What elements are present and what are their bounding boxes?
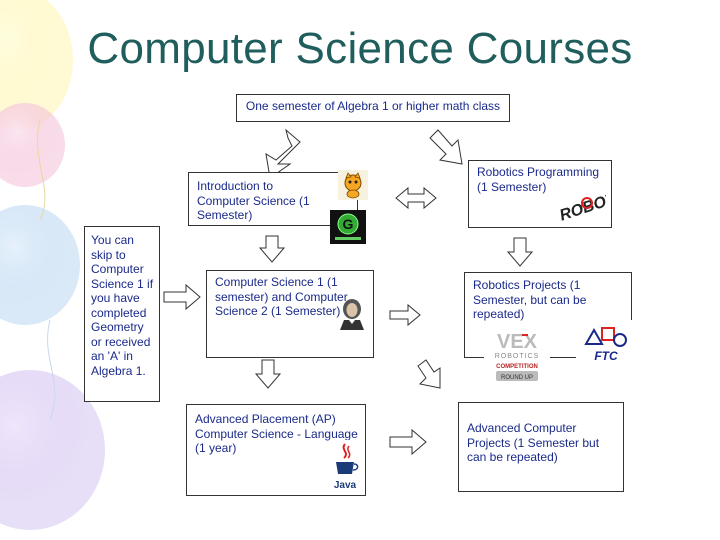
arrow-prereq-to-intro [266,130,300,178]
java-logo-text: Java [334,480,357,491]
vex-robotics-text: ROBOTICS [495,353,540,360]
skip-note-box: You can skip to Computer Science 1 if yo… [84,226,160,402]
arrow-intro-robotics-double [396,188,436,208]
arrow-cs1-to-ap [256,360,280,388]
robot-logo-text: ROBOT [558,190,606,222]
ftc-logo-icon: FTC [576,320,634,370]
intro-course-text: Introduction to Computer Science (1 Seme… [197,179,329,223]
java-logo-icon: Java [330,440,360,492]
arrow-robotics-programming-to-projects [508,238,532,266]
arrow-skip-to-cs1 [164,285,200,309]
vex-round-up-text: ROUND UP [501,375,533,381]
scientist-portrait-icon [336,296,368,330]
svg-text:G: G [343,216,354,232]
vex-logo-text: VEX [497,331,538,353]
arrow-prereq-to-robotics [430,130,462,164]
robot-logo-icon: ROBOT [556,190,606,222]
advanced-projects-box: Advanced Computer Projects (1 Semester b… [458,402,624,492]
prereq-box: One semester of Algebra 1 or higher math… [236,94,510,122]
arrow-intro-to-cs1 [260,236,284,262]
vex-logo-icon: VEX ROBOTICS COMPETITION ROUND UP [484,326,550,384]
ftc-logo-text: FTC [594,349,618,363]
scratch-cat-icon [338,170,368,200]
prereq-text: One semester of Algebra 1 or higher math… [243,99,503,114]
robotics-projects-text: Robotics Projects (1 Semester, but can b… [473,278,623,322]
advanced-projects-text: Advanced Computer Projects (1 Semester b… [467,421,609,465]
arrow-cs1-to-robotics-projects [390,305,420,325]
arrow-robotics-to-advanced [418,360,440,388]
gamemaker-icon: G [330,210,366,244]
arrow-ap-to-advanced [390,430,426,454]
vex-competition-text: COMPETITION [496,364,538,370]
skip-note-text: You can skip to Computer Science 1 if yo… [91,233,157,378]
